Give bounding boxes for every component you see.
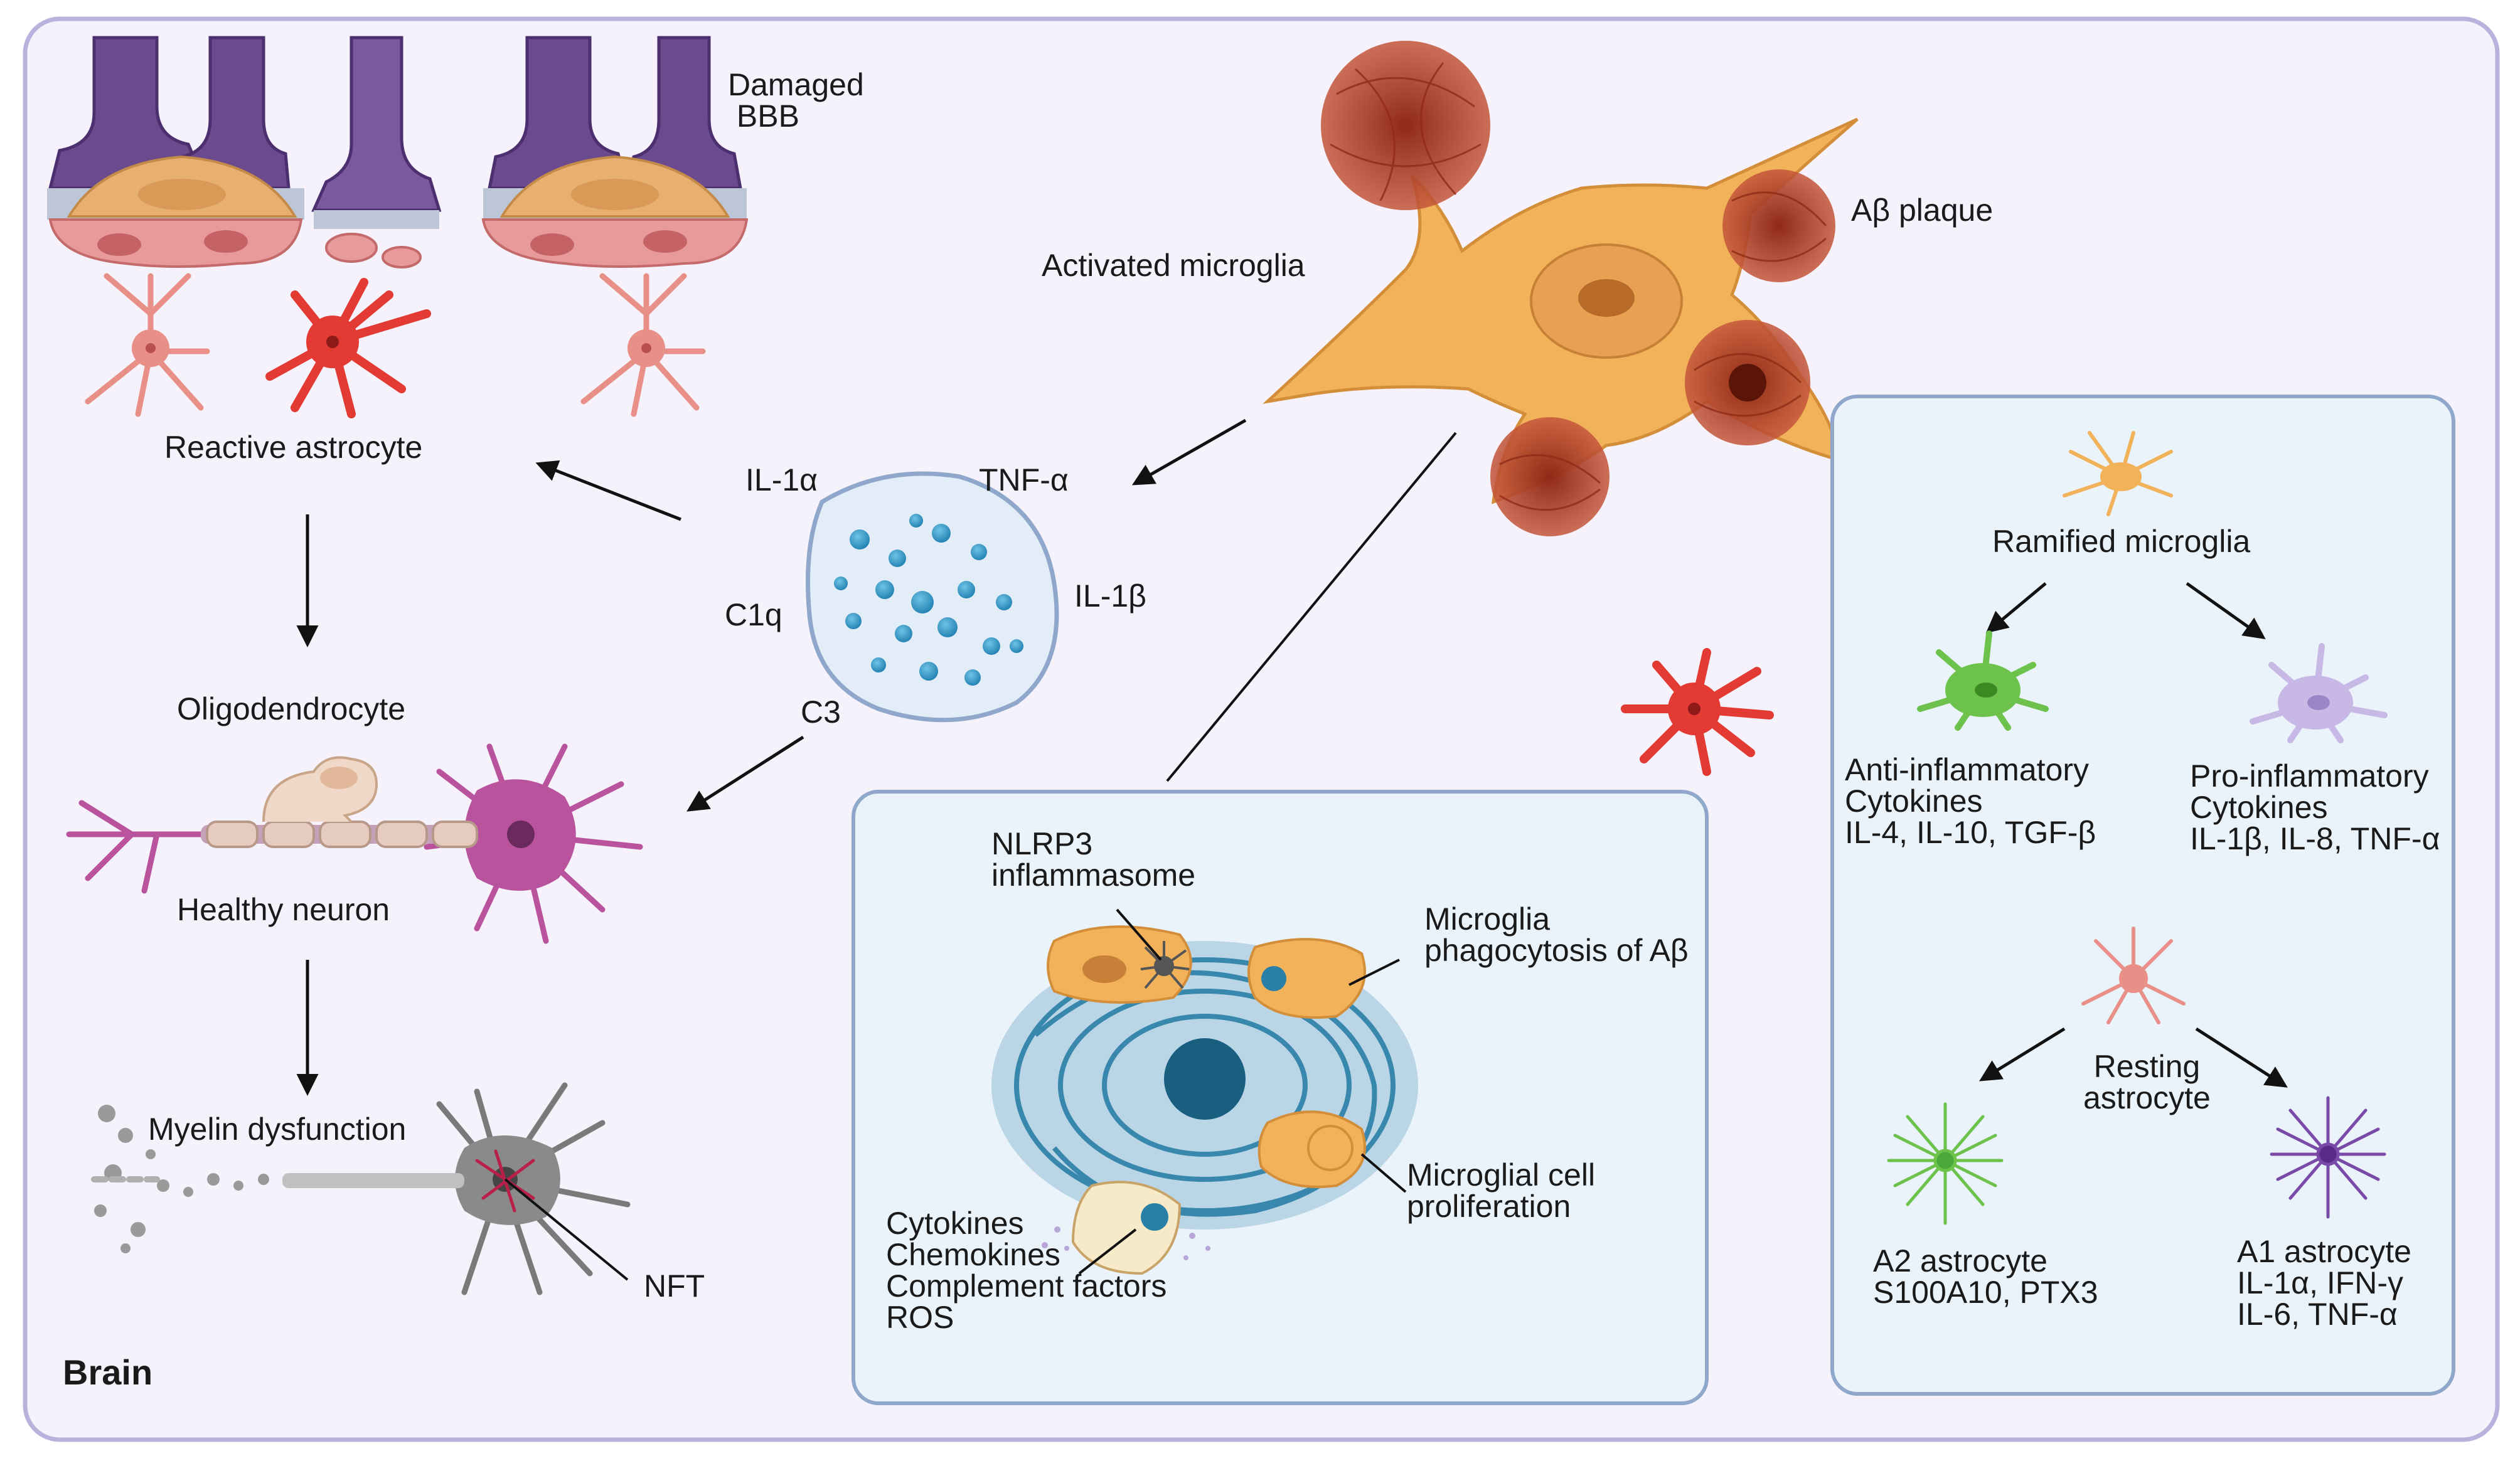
arrow-cytokines-to-neuron: [686, 735, 804, 812]
resting-astrocyte-icon: [2081, 927, 2186, 1024]
a1-astrocyte-icon: [2270, 1096, 2386, 1219]
label-factors: Cytokines Chemokines Complement factors …: [886, 1206, 1167, 1335]
label-tnfa: TNF-α: [979, 462, 1069, 497]
arrow-microglia-to-cytokines: [1131, 418, 1247, 486]
pointer-factors: [1078, 1228, 1137, 1275]
oligodendrocyte-icon: [206, 756, 478, 848]
label-resting-astrocyte: Resting astrocyte: [2083, 1049, 2211, 1115]
arrow-to-a1: [2195, 1027, 2288, 1088]
label-brain: Brain: [63, 1352, 153, 1392]
label-c3: C3: [801, 694, 841, 730]
ramified-microglia-icon: [2063, 431, 2173, 516]
label-il1a: IL-1α: [745, 462, 818, 497]
label-anti-inflammatory: Anti-inflammatory Cytokines IL-4, IL-10,…: [1845, 752, 2096, 850]
label-nlrp3: NLRP3 inflammasome: [991, 826, 1196, 893]
label-pro-inflammatory: Pro-inflammatory Cytokines IL-1β, IL-8, …: [2190, 758, 2440, 856]
plaque-cluster-icon: [991, 925, 1418, 1275]
label-ramified-microglia: Ramified microglia: [1992, 524, 2251, 559]
anti-inflammatory-microglia-icon: [1917, 630, 2049, 731]
cytokine-vesicle-icon: [806, 471, 1059, 723]
label-myelin-dysfunction: Myelin dysfunction: [148, 1112, 407, 1147]
nft-pointer: [504, 1178, 629, 1281]
microglia-icon: [1263, 117, 1859, 504]
label-c1q: C1q: [725, 597, 782, 632]
pro-inflammatory-microglia-icon: [2250, 643, 2388, 743]
amyloid-plaque-icon: [1321, 41, 1835, 536]
arrow-to-pro: [2186, 582, 2266, 640]
label-a1-astrocyte: A1 astrocyte IL-1α, IFN-γ IL-6, TNF-α: [2237, 1234, 2411, 1332]
red-astrocyte-icon: [1621, 648, 1774, 776]
label-healthy-neuron: Healthy neuron: [177, 892, 390, 927]
blood-vessel-icon: [47, 36, 749, 268]
label-nft: NFT: [644, 1268, 705, 1304]
label-oligodendrocyte: Oligodendrocyte: [177, 691, 406, 726]
label-a2-astrocyte: A2 astrocyte S100A10, PTX3: [1873, 1243, 2098, 1310]
inflammasome-icon: [1140, 941, 1190, 989]
label-reactive-astrocyte: Reactive astrocyte: [164, 430, 423, 465]
label-abeta-plaque: Aβ plaque: [1851, 193, 1994, 228]
label-activated-microglia: Activated microglia: [1042, 248, 1305, 283]
label-phagocytosis: Microglia phagocytosis of Aβ: [1424, 901, 1689, 968]
pointer-proliferation: [1360, 1153, 1407, 1193]
pointer-nlrp3: [1116, 908, 1162, 961]
zoom-line: [1166, 432, 1457, 782]
label-proliferation: Microglial cell proliferation: [1407, 1157, 1596, 1224]
pointer-phagocytosis: [1348, 959, 1400, 986]
arrow-to-a2: [1979, 1027, 2066, 1081]
a2-astrocyte-icon: [1887, 1102, 2004, 1225]
astrocyte-icon: [85, 273, 706, 418]
label-damaged-bbb: Damaged BBB: [728, 67, 864, 134]
arrow-cytokines-to-astrocyte: [535, 460, 681, 521]
label-il1b: IL-1β: [1074, 578, 1146, 614]
arrow-to-anti: [1985, 582, 2047, 634]
